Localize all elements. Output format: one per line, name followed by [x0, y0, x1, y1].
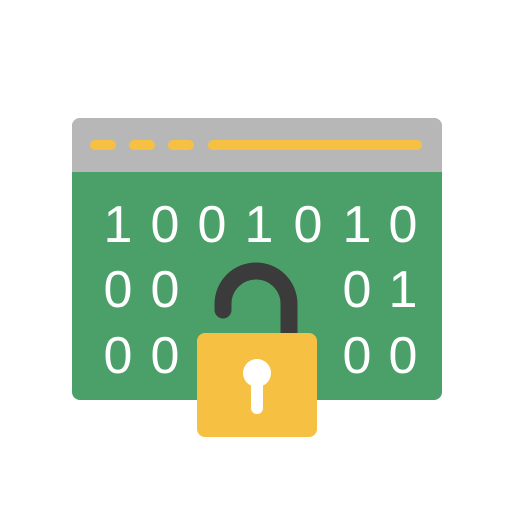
binary-row-2: 0 0 0 1 [72, 260, 442, 320]
address-bar [208, 140, 422, 150]
binary-row-1: 1 0 0 1 0 1 0 [72, 195, 442, 255]
binary-row-3: 0 0 0 0 [72, 326, 442, 386]
binary-digit: 0 [342, 327, 372, 385]
binary-digit: 0 [388, 196, 418, 254]
window-title-bar [72, 118, 442, 172]
binary-digit: 1 [244, 196, 274, 254]
binary-digit: 0 [293, 196, 323, 254]
window-control-dot-1 [90, 140, 116, 150]
binary-digit: 0 [150, 196, 180, 254]
binary-digit: 0 [103, 327, 133, 385]
binary-digit: 0 [103, 261, 133, 319]
window-control-dot-3 [168, 140, 194, 150]
binary-digit: 0 [197, 196, 227, 254]
binary-digit: 0 [150, 261, 180, 319]
window-control-dot-2 [129, 140, 155, 150]
binary-digit: 1 [388, 261, 418, 319]
binary-digit: 1 [103, 196, 133, 254]
binary-digit: 1 [342, 196, 372, 254]
binary-digit: 0 [342, 261, 372, 319]
binary-digit: 0 [388, 327, 418, 385]
binary-digit: 0 [150, 327, 180, 385]
browser-window-illustration: 1 0 0 1 0 1 0 0 0 0 1 0 0 0 0 [72, 118, 442, 400]
